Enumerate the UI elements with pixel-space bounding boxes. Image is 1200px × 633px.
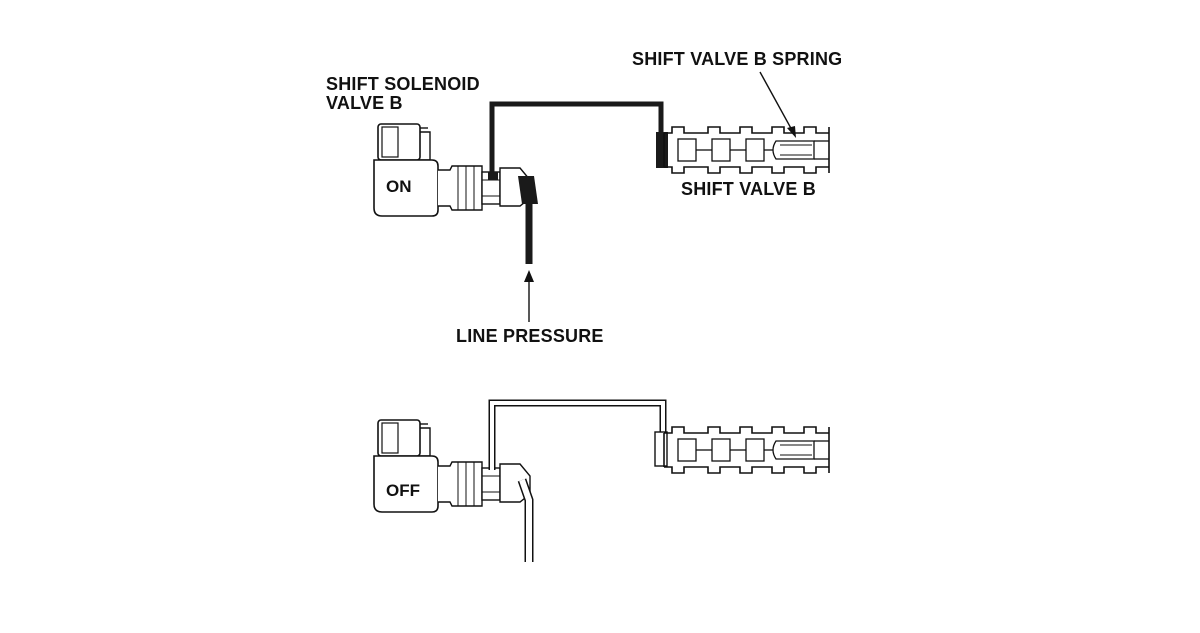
solenoid-label-line1: SHIFT SOLENOID (326, 74, 480, 94)
unpressurized-passage (488, 399, 668, 562)
state-off-label: OFF (386, 481, 420, 500)
line-pressure-arrow (524, 270, 534, 322)
shift-valve-b-off (663, 426, 830, 474)
state-on-label: ON (386, 177, 412, 196)
shift-valve-b-on (663, 126, 830, 174)
solenoid-valve-on (373, 123, 531, 217)
line-pressure-label: LINE PRESSURE (456, 326, 604, 346)
shift-valve-label: SHIFT VALVE B (681, 179, 816, 199)
spring-label: SHIFT VALVE B SPRING (632, 49, 843, 69)
pressurized-passage (488, 101, 668, 264)
solenoid-label-line2: VALVE B (326, 93, 403, 113)
spring-leader-arrow (759, 71, 796, 138)
